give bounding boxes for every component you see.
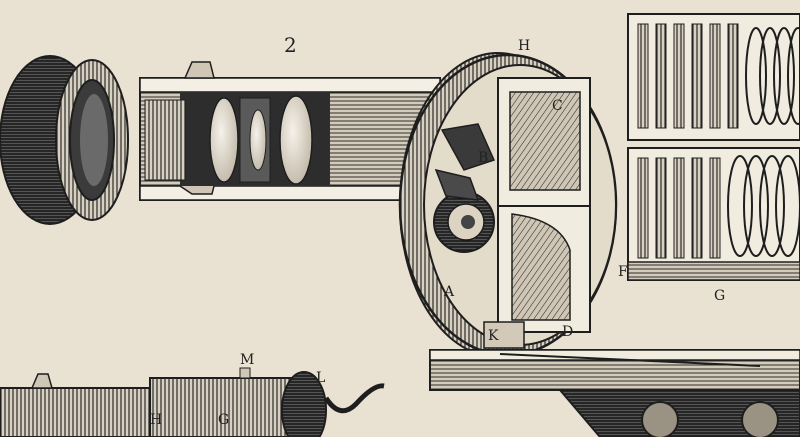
figure-number: 2 (284, 33, 297, 57)
lens-barrel-section (139, 61, 441, 201)
plate-magazine (627, 13, 800, 281)
base-plate (429, 349, 800, 437)
label-M: M (240, 352, 254, 368)
label-K: K (488, 328, 499, 344)
label-G-lower: G (218, 412, 229, 428)
label-D: D (562, 324, 573, 340)
lens-cap (0, 55, 129, 225)
label-L: L (316, 370, 325, 386)
label-H: H (518, 38, 530, 54)
springs-bottom (727, 155, 800, 257)
label-F: F (618, 264, 628, 280)
springs-top (745, 27, 800, 125)
shutter-disc (398, 52, 618, 358)
plate-slots-bottom (637, 157, 721, 259)
label-B: B (478, 150, 488, 166)
label-G: G (714, 288, 725, 304)
label-H-lower: H (150, 412, 162, 428)
plate-slots-top (637, 23, 739, 129)
label-C: C (552, 98, 563, 114)
label-A: A (443, 284, 455, 300)
camera-barrel-lower (0, 367, 385, 437)
